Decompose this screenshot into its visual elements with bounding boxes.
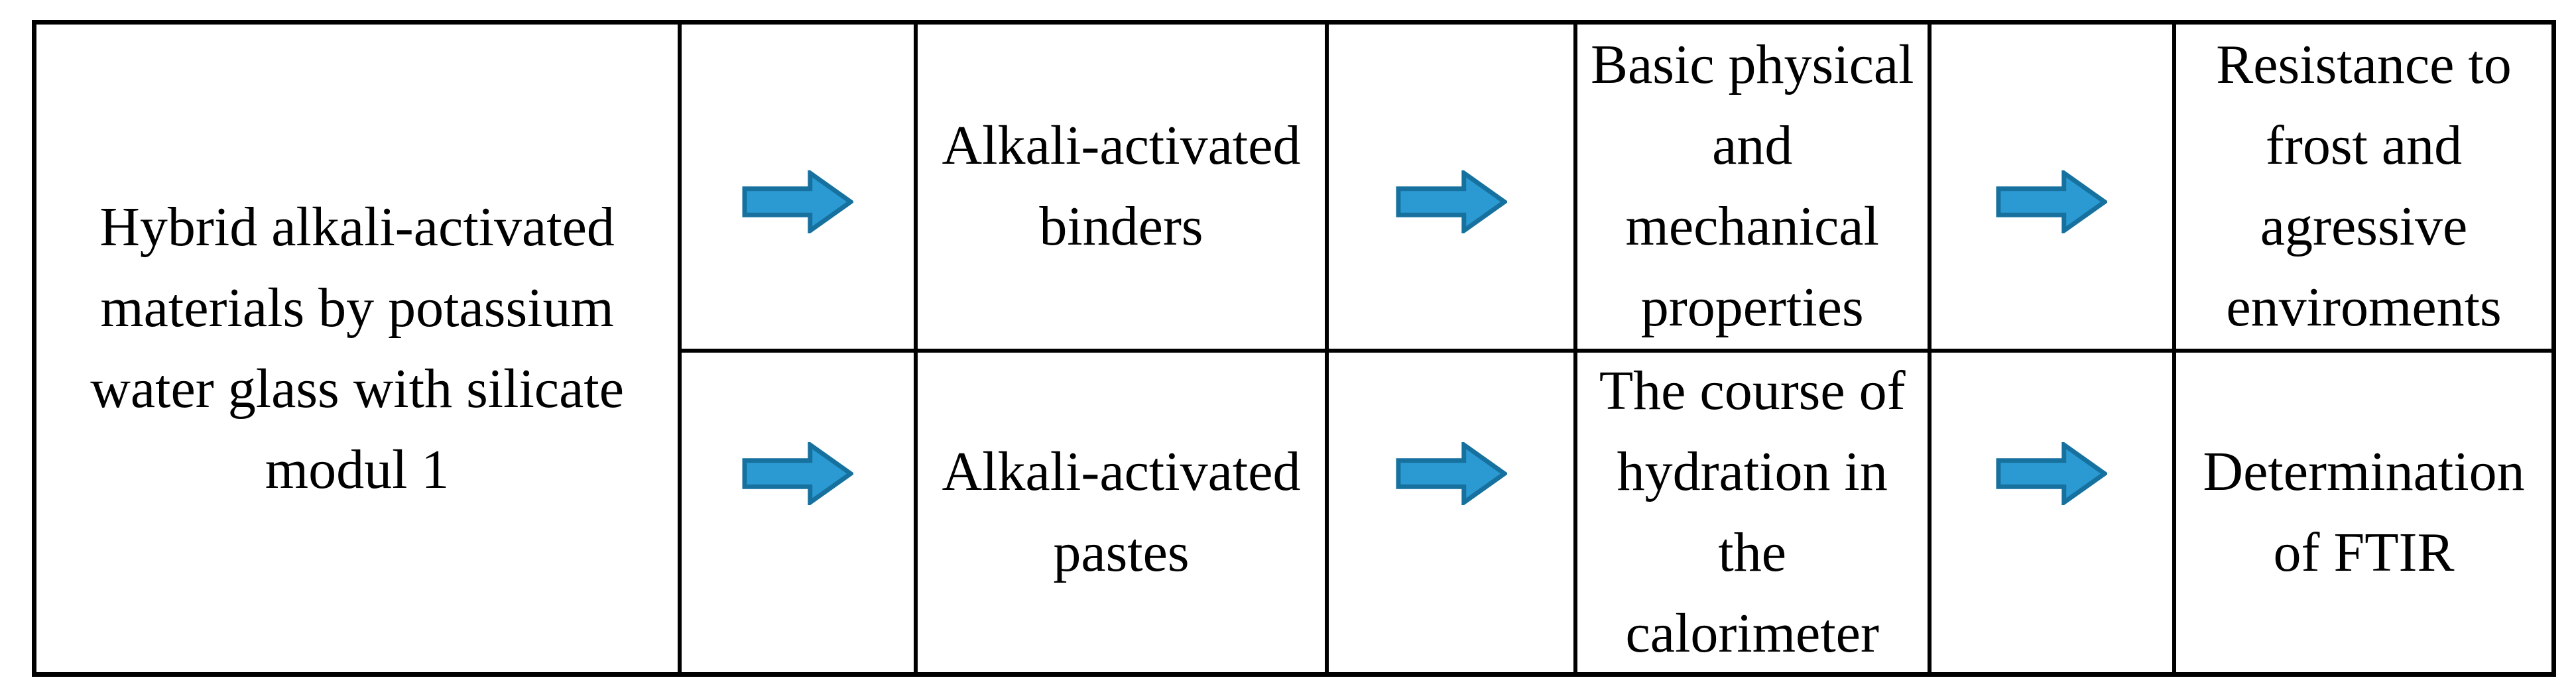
resistance-text: Resistance to frost and agressive enviro… [2216, 34, 2512, 339]
cell-hydration: The course of hydration in the calorimet… [1573, 348, 1928, 672]
cell-ftir: Determination of FTIR [2172, 348, 2551, 672]
right-arrow-outline [1396, 442, 1507, 506]
arrow-cell-row1-2 [1325, 25, 1573, 349]
flow-table: Hybrid alkali-activated materials by pot… [32, 20, 2556, 677]
right-arrow-shape [1398, 172, 1504, 231]
cell-binders: Alkali-activated binders [913, 25, 1325, 349]
right-arrow-icon [1396, 170, 1507, 233]
right-arrow-outline [1396, 170, 1507, 233]
right-arrow-shape [744, 445, 851, 503]
right-arrow-icon [742, 442, 853, 506]
right-arrow-icon [1396, 442, 1507, 506]
arrow-cell-row2-3 [1927, 348, 2173, 672]
cell-basic-properties: Basic physical and mechanical properties [1573, 25, 1928, 349]
right-arrow-icon [1996, 442, 2108, 506]
source-material-text: Hybrid alkali-activated materials by pot… [90, 196, 624, 500]
right-arrow-icon [1996, 170, 2108, 233]
right-arrow-outline [742, 170, 853, 233]
right-arrow-shape [744, 172, 851, 231]
binders-text: Alkali-activated binders [942, 115, 1301, 258]
right-arrow-icon [742, 170, 853, 233]
right-arrow-shape [1998, 445, 2105, 503]
arrow-cell-row2-2 [1325, 348, 1573, 672]
hydration-text: The course of hydration in the calorimet… [1599, 359, 1906, 664]
right-arrow-outline [742, 442, 853, 506]
cell-resistance: Resistance to frost and agressive enviro… [2172, 25, 2551, 349]
cell-pastes: Alkali-activated pastes [913, 348, 1325, 672]
arrow-cell-row2-1 [678, 348, 914, 672]
cell-source-material: Hybrid alkali-activated materials by pot… [36, 25, 678, 672]
basic-properties-text: Basic physical and mechanical properties [1590, 34, 1914, 339]
right-arrow-outline [1996, 442, 2108, 506]
right-arrow-shape [1998, 172, 2105, 231]
arrow-cell-row1-3 [1927, 25, 2172, 349]
right-arrow-outline [1996, 170, 2108, 233]
ftir-text: Determination of FTIR [2203, 440, 2525, 583]
arrow-cell-row1-1 [678, 25, 913, 349]
right-arrow-shape [1398, 445, 1504, 503]
pastes-text: Alkali-activated pastes [942, 440, 1301, 583]
